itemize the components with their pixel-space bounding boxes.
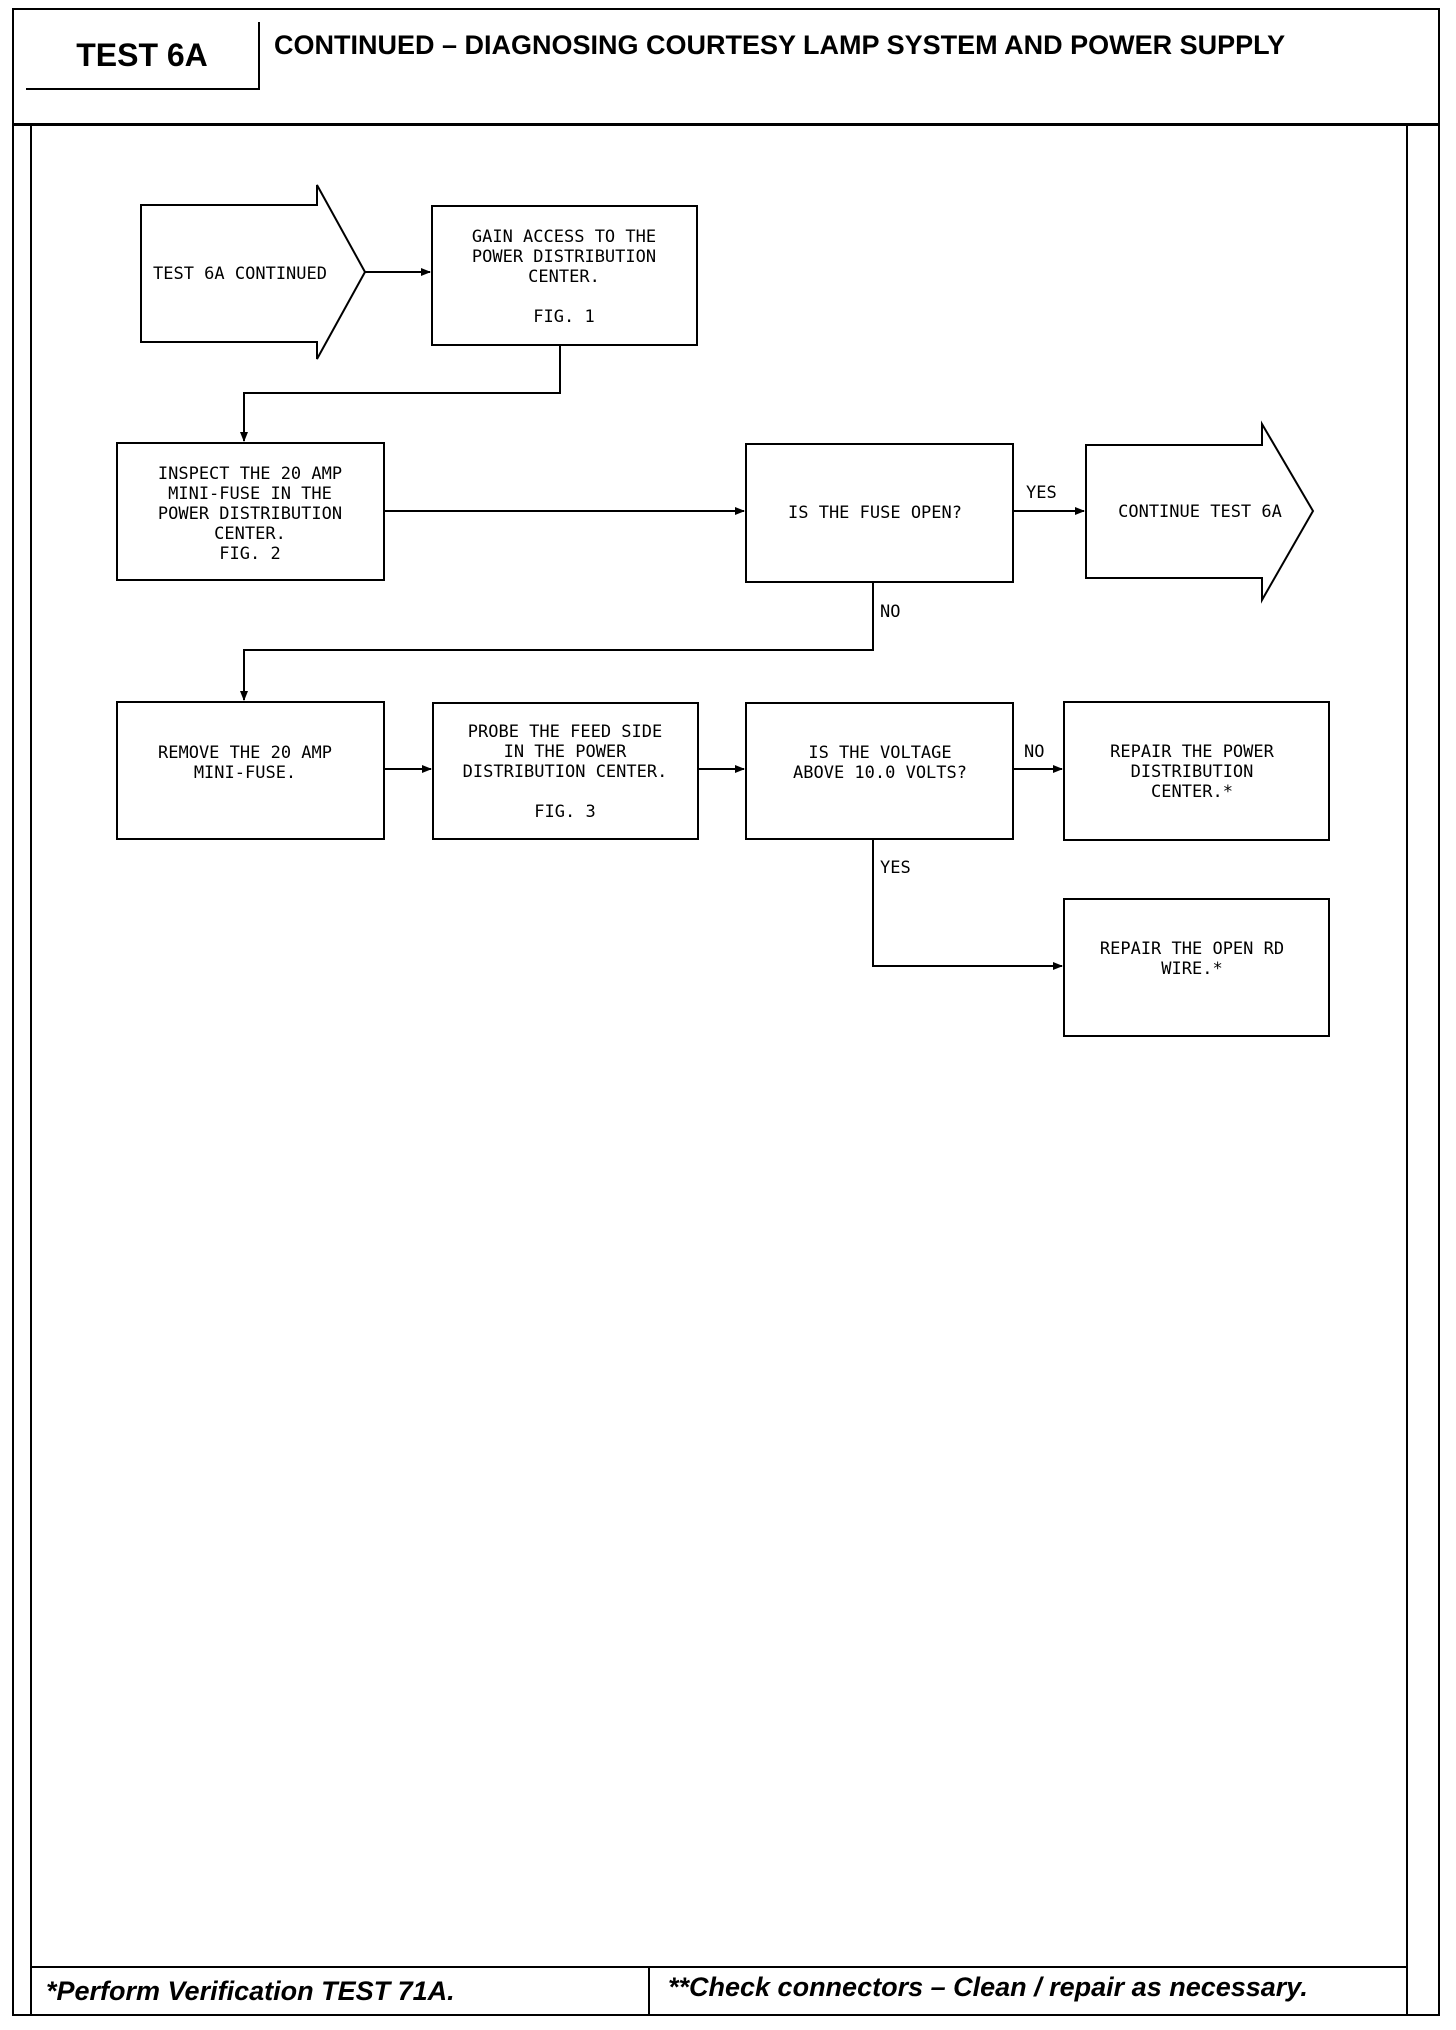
node-start-label: TEST 6A CONTINUED [153,264,327,284]
node-text-line: POWER DISTRIBUTION [472,247,656,267]
node-text-line: IS THE VOLTAGE [808,743,951,763]
node-text-line: MINI-FUSE. [194,763,296,783]
page-header: TEST 6A CONTINUED – DIAGNOSING COURTESY … [12,8,1440,126]
page-title: CONTINUED – DIAGNOSING COURTESY LAMP SYS… [274,30,1286,60]
node-repair-pdc-shape [1063,701,1330,841]
edge-gain-access-to-inspect [240,345,561,442]
node-probe-feed-shape [432,702,699,840]
node-text-line: DISTRIBUTION CENTER. [463,762,668,782]
node-continue-6a-shape [1085,420,1315,604]
right-rule [1406,126,1408,1966]
node-fuse-open-shape [745,443,1014,583]
node-text-line: INSPECT THE 20 AMP [158,464,342,484]
node-continue-6a-label: CONTINUE TEST 6A [1118,502,1282,522]
node-text-line: ABOVE 10.0 VOLTS? [793,763,967,783]
node-text-line: WIRE.* [1161,959,1222,979]
page-footer: *Perform Verification TEST 71A. **Check … [30,1966,1408,2016]
node-text-line: CENTER. [528,267,600,287]
node-text-line: TEST 6A CONTINUED [153,264,327,284]
edge-label-voltage-yes: YES [880,858,911,878]
node-fuse-open-label: IS THE FUSE OPEN? [788,503,962,523]
node-text-line: GAIN ACCESS TO THE [472,227,656,247]
page-frame [12,8,1440,2016]
node-voltage-check-shape [745,702,1014,840]
node-text-line: IS THE FUSE OPEN? [788,503,962,523]
node-text-line: REPAIR THE OPEN RD [1100,939,1284,959]
node-inspect-fuse-shape [116,442,385,581]
edge-fuse-open-no [240,582,874,701]
left-rule [30,126,32,1966]
footer-divider [648,1968,650,2016]
node-text-line: CENTER. [214,524,286,544]
node-text-line: FIG. 3 [534,802,595,822]
test-id-label: TEST 6A [26,22,260,90]
node-repair-rd-shape [1063,898,1330,1037]
footer-note-left: *Perform Verification TEST 71A. [46,1976,455,2006]
node-text-line: REMOVE THE 20 AMP [158,743,332,763]
node-start-shape [140,184,367,360]
node-text-line: IN THE POWER [504,742,628,762]
node-remove-fuse-shape [116,701,385,840]
edge-label-fuse-no: NO [880,602,900,622]
node-text-line: PROBE THE FEED SIDE [468,722,662,742]
edge-label-fuse-yes: YES [1026,483,1057,503]
node-text-line: POWER DISTRIBUTION [158,504,342,524]
node-text-line: CONTINUE TEST 6A [1118,502,1282,522]
edge-voltage-yes [872,839,1063,970]
footer-note-right: **Check connectors – Clean / repair as n… [668,1972,1308,2002]
node-text-line: CENTER.* [1151,782,1233,802]
edge-label-voltage-no: NO [1024,742,1044,762]
node-text-line: FIG. 1 [533,307,594,327]
node-gain-access-shape [431,205,698,346]
node-text-line: FIG. 2 [219,544,280,564]
node-text-line: MINI-FUSE IN THE [168,484,332,504]
node-text-line: DISTRIBUTION [1131,762,1254,782]
node-text-line: REPAIR THE POWER [1110,742,1275,762]
